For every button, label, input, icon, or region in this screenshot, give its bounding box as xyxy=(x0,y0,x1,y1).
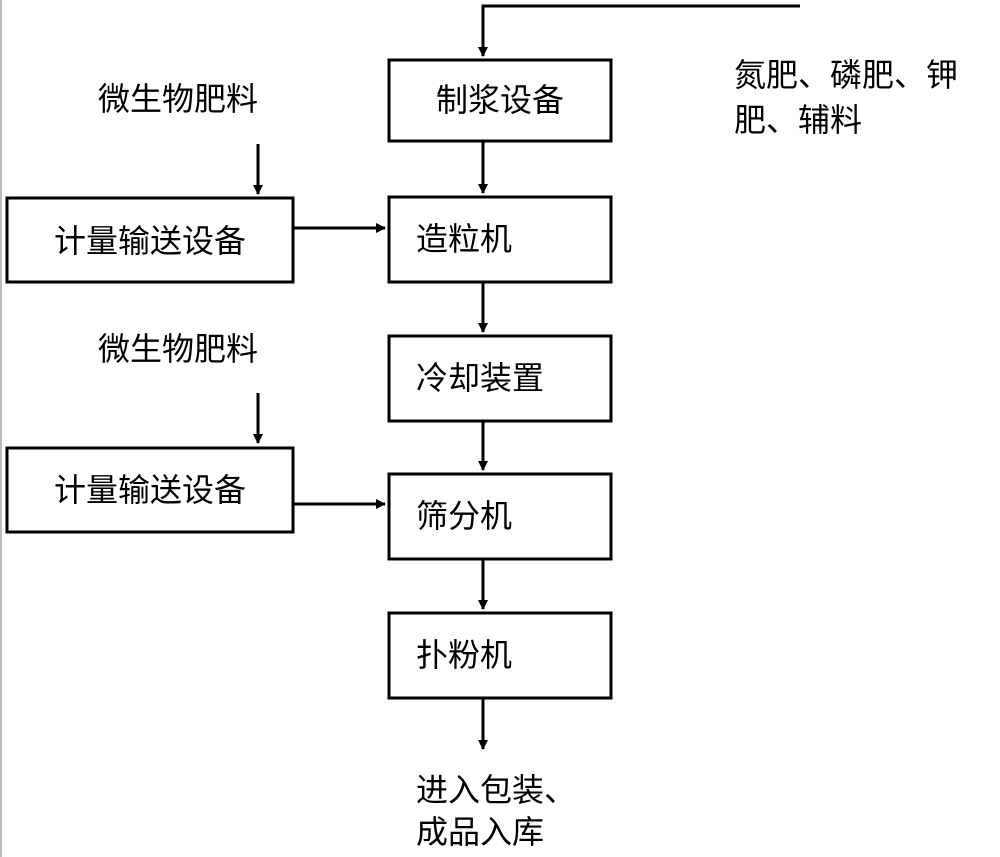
nutrients-label-line2: 肥、辅料 xyxy=(734,101,862,139)
nutrients-label-line1: 氮肥、磷肥、钾 xyxy=(734,56,958,94)
node-metering-conveyor-1: 计量输送设备 xyxy=(5,196,295,284)
node-metering-conveyor-2: 计量输送设备 xyxy=(5,446,295,534)
node-meter-2-label: 计量输送设备 xyxy=(54,471,246,509)
edge-nutrients-to-pulping xyxy=(478,4,800,57)
node-meter-1-label: 计量输送设备 xyxy=(54,222,246,260)
node-screening-label: 筛分机 xyxy=(416,497,512,535)
node-powder-coating-machine: 扑粉机 xyxy=(387,611,613,700)
microbial-fertilizer-label-1: 微生物肥料 xyxy=(98,80,258,118)
node-granulator-label: 造粒机 xyxy=(416,220,512,258)
node-pulping-label: 制浆设备 xyxy=(436,81,564,119)
node-pulping-equipment: 制浆设备 xyxy=(387,58,613,143)
node-powder-label: 扑粉机 xyxy=(416,636,512,674)
output-label-line1: 进入包装、 xyxy=(416,771,576,809)
node-screening-machine: 筛分机 xyxy=(387,472,613,561)
node-granulator: 造粒机 xyxy=(387,195,613,284)
microbial-fertilizer-label-2: 微生物肥料 xyxy=(98,330,258,368)
node-cooling-device: 冷却装置 xyxy=(387,334,613,423)
output-label-line2: 成品入库 xyxy=(416,813,544,851)
node-cooling-label: 冷却装置 xyxy=(416,359,544,397)
